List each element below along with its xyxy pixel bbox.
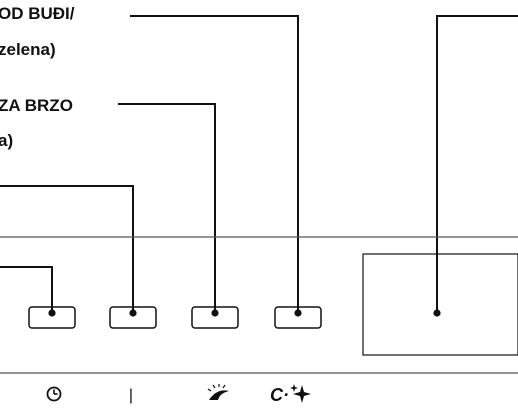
display-window [362,253,518,356]
leader-line-5 [436,15,518,313]
extra-prefix: C· [270,385,289,405]
button-timer[interactable] [28,306,76,329]
leader-dot-2 [211,309,219,317]
clock-icon [46,386,62,402]
button-fast[interactable] [274,306,322,329]
moon-sun-icon [207,384,229,400]
leader-line-2 [118,103,216,313]
leader-line-1 [130,15,299,313]
leader-dot-5 [433,309,441,317]
label-sleep-line2: zelena) [0,40,56,59]
power-mark: | [129,387,133,404]
label-fast-line2: a) [0,131,14,150]
button-sleep[interactable] [191,306,239,329]
leader-line-3 [0,185,134,313]
label-sleep-line1: OD BUĐI/ [0,4,75,23]
label-fast-line1: ZA BRZO [0,96,73,115]
leader-dot-4 [48,309,56,317]
button-power[interactable] [109,306,157,329]
leader-line-4 [0,266,53,313]
sparkle-icon [290,384,311,403]
leader-dot-3 [129,309,137,317]
leader-dot-1 [294,309,302,317]
